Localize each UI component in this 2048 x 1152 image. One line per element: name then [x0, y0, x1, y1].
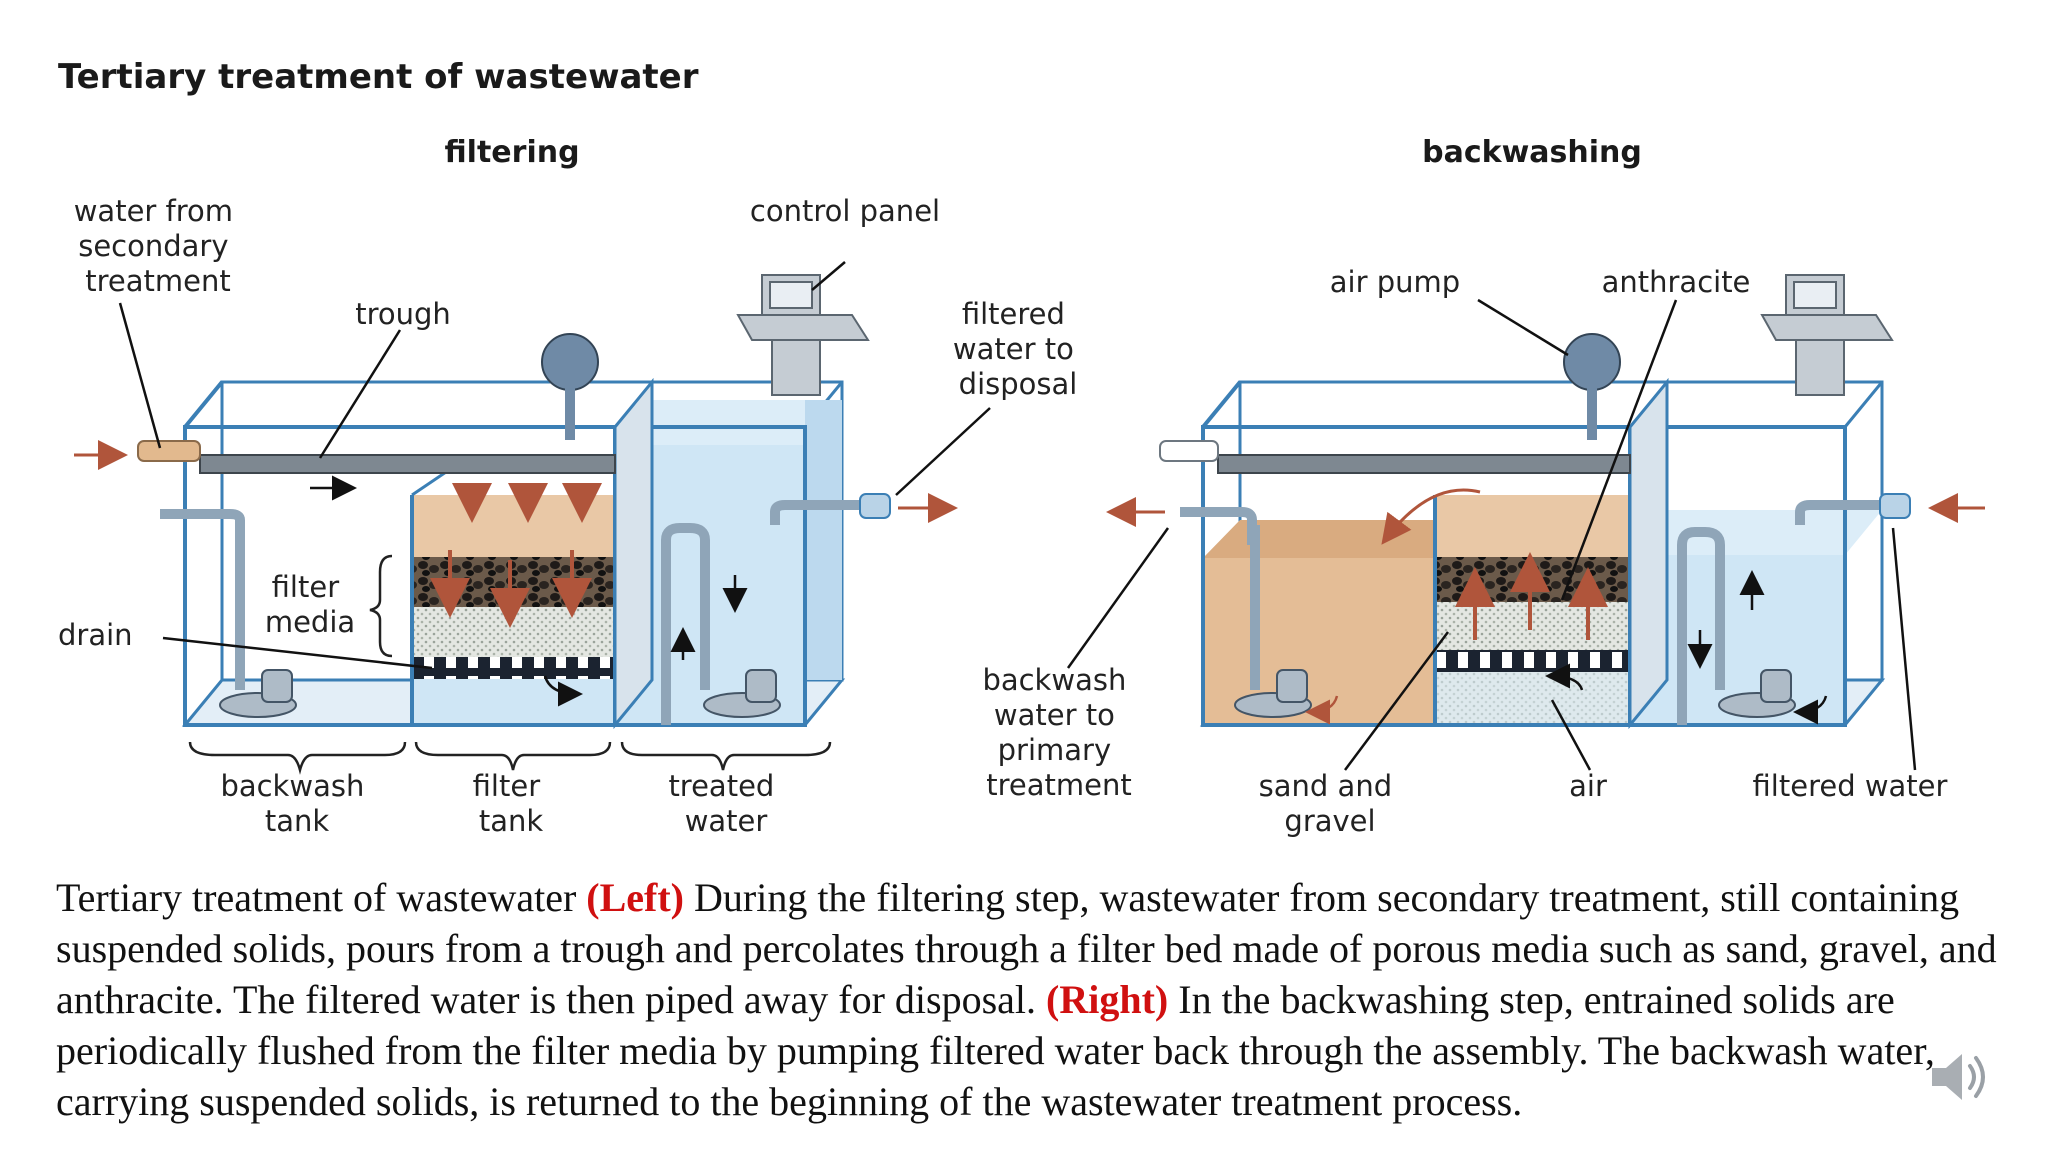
label-anthracite: anthracite — [1602, 265, 1751, 299]
filtering-heading: filtering — [444, 135, 579, 170]
label-air: air — [1569, 769, 1607, 803]
label-filter-tank: filter tank — [473, 769, 550, 838]
label-water-from-secondary: water from secondary treatment — [74, 194, 243, 298]
wastewater-diagram: Tertiary treatment of wastewater filteri… — [58, 57, 1985, 838]
label-filtered-water: filtered water — [1753, 769, 1948, 803]
label-control-panel: control panel — [750, 194, 940, 228]
label-backwash-tank: backwash tank — [220, 769, 373, 838]
caption-right-highlight: (Right) — [1046, 977, 1169, 1022]
label-treated-water: treated water — [668, 769, 783, 838]
label-backwash-primary: backwash water to primary treatment — [982, 663, 1135, 802]
caption-part-1: Tertiary treatment of wastewater — [56, 875, 587, 920]
label-trough: trough — [355, 297, 451, 331]
caption-part-2: During the filtering step, wastewater fr… — [56, 875, 1997, 1022]
speaker-icon[interactable] — [1924, 1042, 1994, 1112]
label-drain: drain — [58, 618, 133, 652]
backwashing-heading: backwashing — [1422, 135, 1642, 170]
filtering-panel: filtering — [58, 135, 1083, 838]
caption-part-3: In the backwashing step, entrained solid… — [56, 977, 1935, 1124]
label-filtered-water-disposal: filtered water to disposal — [953, 297, 1083, 401]
label-sand-gravel: sand and gravel — [1259, 769, 1402, 838]
backwashing-panel: backwashing — [982, 135, 1985, 838]
label-air-pump: air pump — [1330, 265, 1460, 299]
caption-left-highlight: (Left) — [586, 875, 684, 920]
figure-caption: Tertiary treatment of wastewater (Left) … — [56, 872, 2036, 1127]
label-filter-media: filter media — [265, 570, 355, 639]
diagram-title: Tertiary treatment of wastewater — [58, 57, 699, 97]
